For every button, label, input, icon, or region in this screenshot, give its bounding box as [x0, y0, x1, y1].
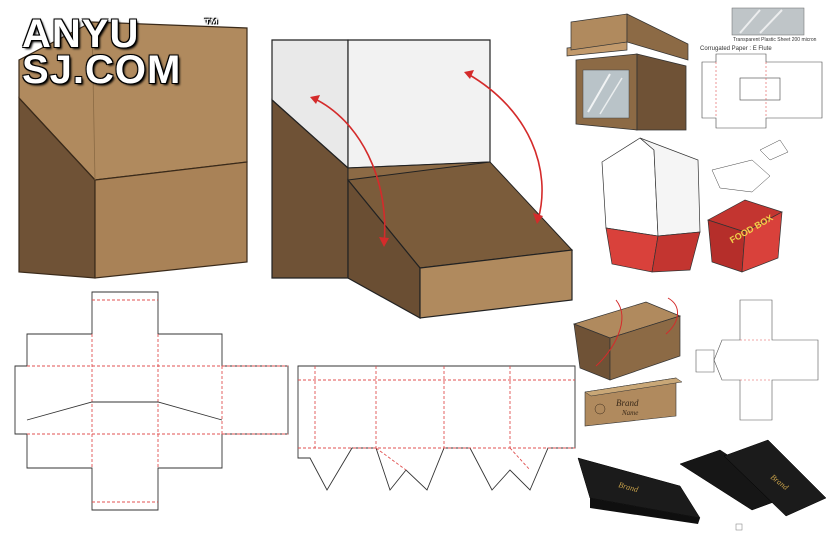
arrowhead-icon — [310, 95, 320, 104]
brand-name-sub: Name — [621, 409, 638, 417]
arrowhead-icon — [379, 237, 389, 247]
fold-arrow-right — [467, 73, 543, 221]
dieline-window-box — [701, 53, 823, 129]
brand-name-text: Brand — [616, 398, 639, 408]
closed-kraft-box — [18, 21, 248, 279]
arrowhead-icon — [533, 213, 543, 224]
fold-arrow-left — [312, 97, 386, 246]
kraft-tuck-box — [572, 297, 682, 381]
trademark-symbol: ™ — [204, 16, 219, 33]
watermark-text: ANYU — [22, 12, 140, 56]
open-display-box — [271, 39, 574, 320]
plastic-window — [582, 69, 630, 119]
window-kraft-box — [566, 13, 689, 131]
dieline-display-box — [297, 365, 576, 491]
kraft-brand-box: Brand Name — [584, 377, 683, 427]
dieline-bottom-right — [735, 523, 743, 531]
dieline-food-box-small — [711, 139, 789, 193]
dieline-right-middle — [695, 299, 819, 421]
watermark-text: SJ.COM — [22, 48, 182, 92]
black-brand-box-1: Brand — [577, 457, 701, 524]
open-food-box — [601, 137, 701, 273]
plastic-sheet-swatch — [731, 7, 805, 36]
plastic-sheet-label: Transparent Plastic Sheet 200 micron — [733, 37, 817, 43]
closed-food-box: FOOD BOX — [707, 199, 783, 273]
corrugated-label: Corrugated Paper : E Flute — [700, 46, 772, 52]
dieline-closed-box — [14, 291, 289, 511]
arrowhead-icon — [464, 70, 474, 79]
black-brand-box-2: Brand — [679, 439, 827, 517]
